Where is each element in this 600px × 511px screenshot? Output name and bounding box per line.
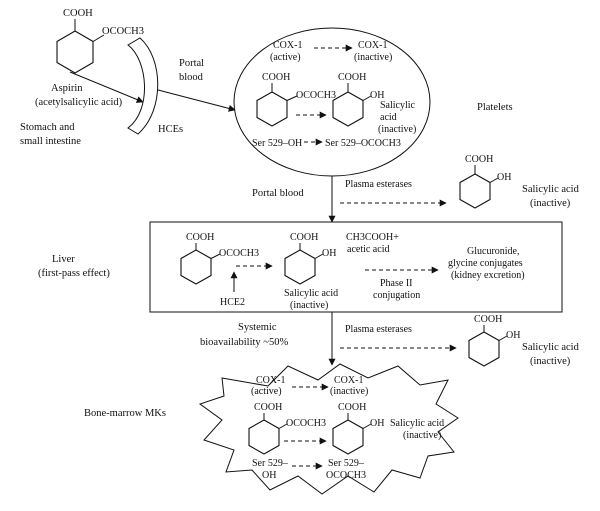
platelet-oh-bond <box>362 95 372 101</box>
liver-aspirin-ring <box>180 249 212 285</box>
platelet-sal-b: acid <box>380 112 397 123</box>
liver-ester-bond <box>210 253 221 259</box>
esterase2-oh-bond <box>498 335 508 341</box>
marrow-ser-oacetyl-a: Ser 529– <box>328 458 365 469</box>
site-label-line2: small intestine <box>20 136 81 147</box>
aspirin-name: Aspirin <box>51 83 83 94</box>
esterase1-label: Plasma esterases <box>345 179 412 190</box>
platelet-cooh2: COOH <box>338 72 366 83</box>
marrow-ester-bond <box>278 423 288 429</box>
liver-phase-b: conjugation <box>373 290 420 301</box>
platelet-sal-a: Salicylic <box>380 100 416 111</box>
esterase1-salicylic-ring <box>459 173 491 209</box>
marrow-cox-active-b: (active) <box>251 386 282 397</box>
hces-label: HCEs <box>158 124 183 135</box>
systemic-label-a: Systemic <box>238 322 277 333</box>
portal-label-b: blood <box>179 72 204 83</box>
esterase1-oh-bond <box>489 177 499 183</box>
liver-acetic-a: CH3COOH+ <box>346 232 399 243</box>
liver-gluc-c: (kidney excretion) <box>451 270 525 281</box>
liver-sal-a: Salicylic acid <box>284 288 338 299</box>
aspirin-ester-bond <box>92 34 105 42</box>
aspirin-absorption-arrow <box>69 71 144 103</box>
platelet-cox-active-b: (active) <box>270 52 301 63</box>
marrow-cooh2: COOH <box>338 402 366 413</box>
hces-crescent <box>127 37 159 135</box>
portal-label-a: Portal <box>179 58 204 69</box>
marrow-sal-a: Salicylic acid <box>390 418 444 429</box>
liver-label-a: Liver <box>52 254 75 265</box>
marrow-ser-oacetyl-b: OCOCH3 <box>326 470 366 481</box>
megakaryocyte-outline <box>198 363 459 495</box>
marrow-sal-b: (inactive) <box>403 430 441 441</box>
liver-salicylic-ring <box>284 249 316 285</box>
platelet-cooh1: COOH <box>262 72 290 83</box>
esterase2-oh: OH <box>506 330 520 341</box>
systemic-label-b: bioavailability ~50% <box>200 337 288 348</box>
marrow-oacetyl: OCOCH3 <box>286 418 326 429</box>
platelets-label: Platelets <box>477 102 513 113</box>
liver-cooh2: COOH <box>290 232 318 243</box>
liver-oacetyl: OCOCH3 <box>219 248 259 259</box>
platelet-aspirin-ring <box>256 91 288 127</box>
esterase2-cooh: COOH <box>474 314 502 325</box>
liver-oh-bond <box>314 253 324 259</box>
esterase2-product-b: (inactive) <box>530 356 571 367</box>
marrow-ser-oh-b: OH <box>262 470 276 481</box>
marrow-ser-oh-a: Ser 529– <box>252 458 289 469</box>
aspirin-molecule: COOH OCOCH3 Aspirin (acetylsalicylic aci… <box>20 8 144 147</box>
site-label-line1: Stomach and <box>20 122 75 133</box>
esterase1-cooh: COOH <box>465 154 493 165</box>
esterase1-product-b: (inactive) <box>530 198 571 209</box>
marrow-aspirin-ring <box>248 419 280 455</box>
liver-phase-a: Phase II <box>380 278 413 289</box>
portal-label2: Portal blood <box>252 188 304 199</box>
esterase2-product-a: Salicylic acid <box>522 342 580 353</box>
liver-sal-b: (inactive) <box>290 300 328 311</box>
marrow-cox-inactive-a: COX-1 <box>334 375 363 386</box>
esterase1-product-a: Salicylic acid <box>522 184 580 195</box>
esterase2-label: Plasma esterases <box>345 324 412 335</box>
marrow-cooh1: COOH <box>254 402 282 413</box>
aspirin-benzene-ring <box>56 30 94 74</box>
liver-cooh1: COOH <box>186 232 214 243</box>
esterase2-salicylic-ring <box>468 331 500 367</box>
liver-label-b: (first-pass effect) <box>38 268 110 279</box>
liver-gluc-a: Glucuronide, <box>467 246 520 257</box>
liver-box <box>149 221 563 313</box>
platelet-salicylic-ring <box>332 91 364 127</box>
platelet-ser-oh: Ser 529–OH <box>252 138 302 149</box>
marrow-cox-inactive-b: (inactive) <box>330 386 368 397</box>
marrow-label: Bone-marrow MKs <box>84 408 166 419</box>
marrow-salicylic-ring <box>332 419 364 455</box>
aspirin-oacetyl-label: OCOCH3 <box>102 26 144 37</box>
platelet-oacetyl: OCOCH3 <box>296 90 336 101</box>
platelet-cox-inactive-b: (inactive) <box>354 52 392 63</box>
marrow-oh-bond <box>362 423 372 429</box>
marrow-oh: OH <box>370 418 384 429</box>
portal-arrow <box>157 89 236 112</box>
platelet-oh: OH <box>370 90 384 101</box>
liver-acetic-b: acetic acid <box>347 244 389 255</box>
esterase1-oh: OH <box>497 172 511 183</box>
platelet-cox-inactive-a: COX-1 <box>358 40 387 51</box>
liver-gluc-b: glycine conjugates <box>448 258 523 269</box>
liver-oh: OH <box>322 248 336 259</box>
platelet-cox-active-a: COX-1 <box>273 40 302 51</box>
platelet-ser-oacetyl: Ser 529–OCOCH3 <box>325 138 401 149</box>
platelet-sal-c: (inactive) <box>378 124 416 135</box>
aspirin-subname: (acetylsalicylic acid) <box>35 97 123 108</box>
liver-hce2: HCE2 <box>220 297 245 308</box>
marrow-cox-active-a: COX-1 <box>256 375 285 386</box>
platelet-ester-bond <box>286 95 298 101</box>
aspirin-cooh-label: COOH <box>63 8 93 19</box>
